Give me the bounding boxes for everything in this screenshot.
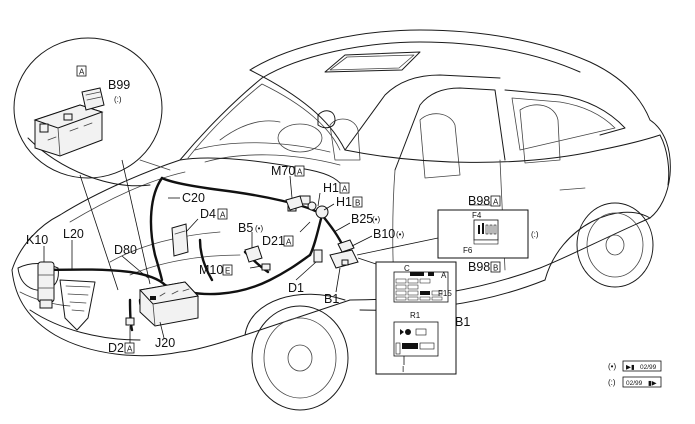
label-d80: D80 — [114, 243, 137, 257]
label-h1-b: H1 — [336, 195, 352, 209]
d4-box-letter: A — [220, 211, 226, 220]
callout-labels: A B99 (:) K10 L20 D80 C20 D4 A M70 A H1 … — [26, 65, 539, 374]
leader-lines — [43, 175, 373, 346]
b98a-box-letter: A — [493, 198, 499, 207]
box-frame — [294, 165, 305, 177]
legend-row1-date: 02/99 — [640, 364, 657, 371]
battery-inset — [13, 37, 171, 291]
box-frame — [222, 264, 233, 276]
legend-row1-arrow: ▶▮ — [626, 364, 635, 371]
label-b1-right: B1 — [455, 315, 470, 329]
fusebox-detail-b98 — [356, 209, 529, 259]
label-b25-note: (•) — [372, 215, 380, 224]
legend-row2-marker: (:) — [608, 378, 616, 387]
battery-component — [139, 281, 199, 327]
box-frame — [76, 65, 87, 77]
h1a-box-letter: A — [342, 185, 348, 194]
m70-box-letter: A — [297, 168, 303, 177]
m10-box-letter: E — [225, 267, 230, 276]
label-fusebox-r1: R1 — [410, 311, 421, 320]
label-h1-a: H1 — [323, 181, 339, 195]
label-fusebox-f15: F15 — [438, 289, 452, 298]
label-fusebox-c: C — [404, 264, 410, 273]
box-frame — [490, 195, 501, 207]
label-d4: D4 — [200, 207, 216, 221]
wiper-motor-component — [285, 195, 304, 211]
label-b1: B1 — [324, 292, 339, 306]
label-b10-note: (•) — [396, 230, 404, 239]
box-frame — [339, 182, 350, 194]
body-junction-component — [329, 239, 359, 269]
label-d2: D2 — [108, 341, 124, 355]
legend-row2-date: 02/99 — [626, 380, 643, 387]
box-frame — [352, 196, 363, 208]
legend-row2-frame — [622, 376, 662, 388]
label-c20: C20 — [182, 191, 205, 205]
legend-row2-arrow: ▮▶ — [648, 380, 657, 387]
label-f6: F6 — [463, 246, 473, 255]
label-b5: B5 — [238, 221, 253, 235]
label-b98-note: (:) — [531, 230, 539, 239]
label-m10: M10 — [199, 263, 223, 277]
legend: (•) ▶▮ 02/99 (:) 02/99 ▮▶ — [608, 360, 662, 388]
box-frame — [490, 261, 501, 273]
fusebox-detail-b1 — [357, 257, 457, 375]
d2-box-letter: A — [127, 345, 133, 354]
label-b5-note: (•) — [255, 224, 263, 233]
h1b-box-letter: B — [355, 199, 360, 208]
label-fusebox-a: A — [441, 271, 447, 280]
label-m70: M70 — [271, 164, 295, 178]
label-b25: B25 — [351, 212, 373, 226]
label-f4: F4 — [472, 211, 482, 220]
legend-row1-frame — [622, 360, 662, 372]
label-d1: D1 — [288, 281, 304, 295]
label-b99-note: (:) — [114, 95, 122, 104]
label-fusebox-i: I — [402, 365, 404, 374]
label-j20: J20 — [155, 336, 175, 350]
box-frame — [124, 342, 135, 354]
relay-box-d4-component — [171, 223, 189, 257]
washer-reservoir-component — [37, 261, 55, 309]
label-l20: L20 — [63, 227, 84, 241]
d21-box-letter: A — [286, 238, 292, 247]
label-d21: D21 — [262, 234, 285, 248]
module-b5-component — [244, 245, 263, 263]
label-b98-b: B98 — [468, 260, 490, 274]
b98b-box-letter: B — [493, 264, 498, 273]
box-frame — [283, 235, 294, 247]
label-b99: B99 — [108, 78, 130, 92]
label-b98-a: B98 — [468, 194, 490, 208]
box-frame — [217, 208, 228, 220]
label-b10: B10 — [373, 227, 395, 241]
legend-row1-marker: (•) — [608, 362, 616, 371]
b99-box-letter: A — [79, 68, 85, 77]
label-k10: K10 — [26, 233, 48, 247]
